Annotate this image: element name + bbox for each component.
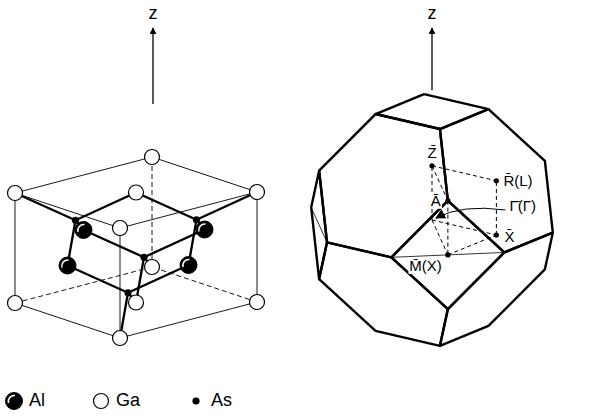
ga-atom bbox=[8, 296, 23, 311]
legend-swatch bbox=[6, 393, 23, 410]
wedge-dashed-line bbox=[447, 201, 448, 255]
zone-face-outline bbox=[376, 94, 489, 129]
zone-face-outline bbox=[391, 201, 504, 309]
ga-atom bbox=[145, 150, 160, 165]
symmetry-point-dot bbox=[429, 163, 434, 168]
ga-atom bbox=[8, 186, 23, 201]
bond-line bbox=[197, 192, 258, 220]
atoms bbox=[8, 150, 265, 346]
ga-atom bbox=[129, 295, 144, 310]
cell-edge bbox=[15, 303, 120, 338]
symmetry-point-dot bbox=[494, 178, 499, 183]
legend-text: Al bbox=[28, 391, 46, 411]
bond-line bbox=[136, 193, 197, 220]
as-atom bbox=[193, 216, 200, 223]
symmetry-point-dot bbox=[445, 252, 450, 257]
symmetry-point-dot bbox=[445, 198, 450, 203]
ga-atom bbox=[145, 260, 160, 275]
al-highlight bbox=[199, 224, 206, 232]
wedge-dashed-line bbox=[432, 220, 448, 255]
zone-face-outline bbox=[440, 233, 553, 346]
point-label: M̄(X) bbox=[408, 258, 443, 275]
ga-atom bbox=[94, 394, 109, 409]
as-atom bbox=[140, 254, 147, 261]
bond-line bbox=[76, 193, 137, 221]
ga-atom bbox=[250, 185, 265, 200]
point-label: Z̄ bbox=[426, 144, 437, 161]
crystal-structure bbox=[8, 28, 265, 346]
brillouin-zone bbox=[311, 28, 553, 346]
z-axis-arrow bbox=[431, 28, 432, 90]
wedge-dashed-line bbox=[432, 166, 496, 181]
pointer-arrow bbox=[436, 208, 505, 218]
legend-swatch bbox=[192, 397, 199, 404]
ga-atom bbox=[129, 185, 144, 200]
symmetry-point-dot bbox=[494, 232, 499, 237]
cell-edge bbox=[257, 192, 258, 302]
zone-face-outline bbox=[440, 109, 553, 252]
section-line bbox=[391, 252, 504, 257]
axis-label: z bbox=[148, 4, 159, 24]
cell-edge bbox=[152, 267, 257, 302]
legend-text: Ga bbox=[115, 391, 141, 411]
legend-swatch bbox=[94, 394, 109, 409]
wedge-dashed-line bbox=[448, 235, 497, 255]
cell-edge bbox=[120, 228, 121, 338]
axis-label: z bbox=[427, 4, 438, 24]
al-highlight bbox=[78, 224, 85, 232]
al-atom bbox=[196, 221, 213, 238]
zone-face-outline bbox=[319, 242, 448, 346]
bond-line bbox=[84, 230, 145, 257]
cell-edge bbox=[15, 193, 120, 228]
point-label: Γ̄(Γ) bbox=[508, 198, 537, 215]
cell-edge bbox=[152, 157, 257, 192]
cell-edge bbox=[15, 193, 16, 303]
al-atom bbox=[180, 257, 197, 274]
as-atom bbox=[124, 289, 131, 296]
point-label: R̄(L) bbox=[502, 173, 533, 190]
bond-line bbox=[68, 266, 129, 293]
legend-text: As bbox=[210, 391, 233, 411]
al-highlight bbox=[183, 259, 190, 267]
al-highlight bbox=[62, 260, 69, 268]
as-atom bbox=[192, 397, 199, 404]
z-axis-arrow bbox=[152, 28, 153, 104]
point-label: Ā bbox=[430, 192, 442, 209]
as-atom bbox=[72, 217, 79, 224]
wedge-dashed-line bbox=[432, 220, 496, 235]
point-label: X̄ bbox=[503, 229, 515, 246]
ga-atom bbox=[113, 331, 128, 346]
zone-face-outline bbox=[319, 114, 448, 257]
ga-atom bbox=[113, 221, 128, 236]
al-atom bbox=[6, 393, 23, 410]
cell-edge bbox=[152, 157, 153, 267]
bond-line bbox=[144, 230, 205, 258]
wedge-dashed-line bbox=[496, 181, 497, 235]
bond-line bbox=[15, 193, 76, 220]
al-atom bbox=[75, 222, 92, 239]
ga-atom bbox=[250, 295, 265, 310]
al-highlight bbox=[8, 395, 15, 403]
al-atom bbox=[59, 257, 76, 274]
